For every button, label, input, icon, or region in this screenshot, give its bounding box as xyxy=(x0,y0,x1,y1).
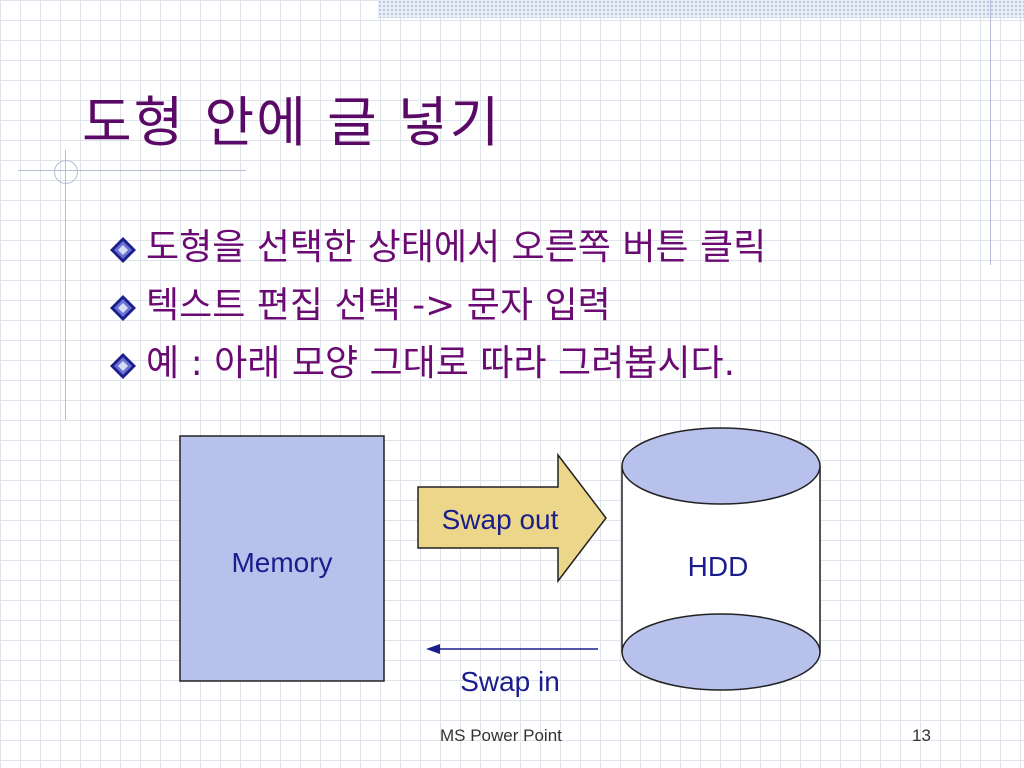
hdd-bottom-ellipse xyxy=(621,613,821,691)
bullet-list: 도형을 선택한 상태에서 오른쪽 버튼 클릭 텍스트 편집 선택 -> 문자 입… xyxy=(108,222,968,396)
bullet-item: 도형을 선택한 상태에서 오른쪽 버튼 클릭 xyxy=(108,222,968,274)
diamond-bullet-icon xyxy=(110,353,136,379)
diamond-bullet-icon xyxy=(110,295,136,321)
decorative-circle xyxy=(54,160,78,184)
swap-out-arrow[interactable] xyxy=(417,452,607,584)
swap-in-arrowhead xyxy=(426,644,440,654)
swap-in-label: Swap in xyxy=(460,666,560,697)
diamond-bullet-icon xyxy=(110,237,136,263)
hdd-top-ellipse xyxy=(621,427,821,505)
decorative-title-underline xyxy=(18,170,246,171)
slide-title: 도형 안에 글 넣기 xyxy=(82,91,502,154)
bullet-item: 텍스트 편집 선택 -> 문자 입력 xyxy=(108,280,968,332)
swap-out-label: Swap out xyxy=(442,504,559,535)
footer-text: MS Power Point xyxy=(440,726,562,745)
decorative-left-line xyxy=(65,150,66,420)
decorative-top-band xyxy=(378,0,1024,18)
memory-box[interactable] xyxy=(179,435,385,682)
hdd-label: HDD xyxy=(688,551,749,582)
bullet-text: 텍스트 편집 선택 -> 문자 입력 xyxy=(146,285,611,326)
bullet-text: 예 : 아래 모양 그대로 따라 그려봅시다. xyxy=(146,343,736,384)
memory-label: Memory xyxy=(231,547,332,578)
decorative-right-line xyxy=(990,0,991,265)
page-number: 13 xyxy=(912,726,931,745)
bullet-item: 예 : 아래 모양 그대로 따라 그려봅시다. xyxy=(108,338,968,390)
bullet-text: 도형을 선택한 상태에서 오른쪽 버튼 클릭 xyxy=(146,227,767,268)
